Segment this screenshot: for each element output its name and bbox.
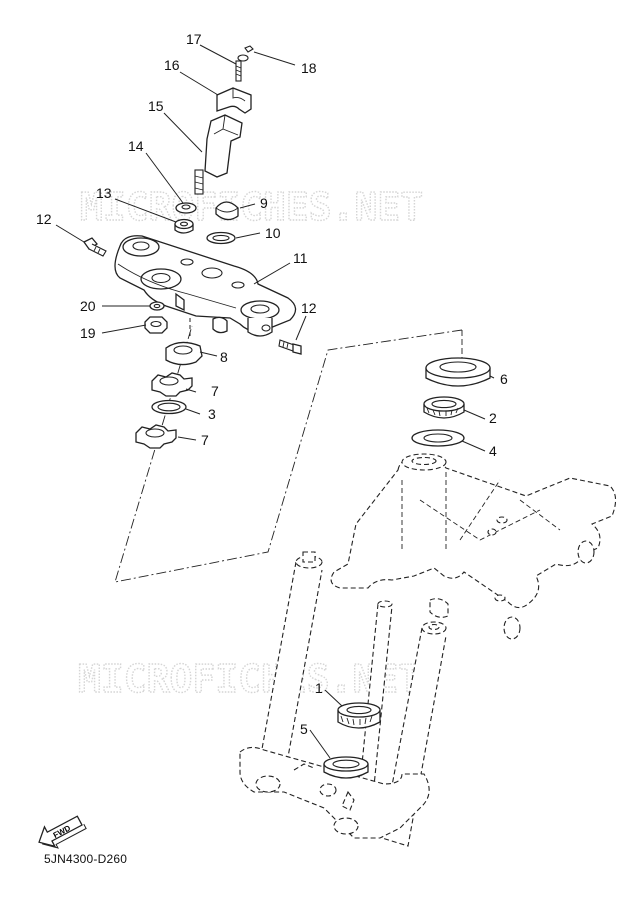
part-4-ball-race[interactable] bbox=[411, 429, 465, 447]
callout-15: 15 bbox=[148, 98, 164, 114]
callout-9: 9 bbox=[260, 195, 268, 211]
part-1-bearing[interactable] bbox=[337, 702, 381, 729]
frame-reference bbox=[330, 453, 617, 640]
callout-7-lower: 7 bbox=[201, 432, 209, 448]
callout-16: 16 bbox=[164, 57, 180, 73]
part-16-handlebar-holder[interactable] bbox=[216, 87, 252, 114]
callout-2: 2 bbox=[489, 410, 497, 426]
part-12-bolt-left[interactable] bbox=[83, 237, 107, 257]
part-20-washer[interactable] bbox=[149, 301, 165, 311]
part-9-cap-nut[interactable] bbox=[215, 201, 239, 221]
callout-1: 1 bbox=[315, 680, 323, 696]
callout-12-right: 12 bbox=[301, 300, 317, 316]
part-19-nut[interactable] bbox=[144, 316, 168, 334]
callout-17: 17 bbox=[186, 31, 202, 47]
part-5-oil-seal[interactable] bbox=[323, 756, 369, 779]
part-7-ring-nut-lower[interactable] bbox=[135, 424, 177, 449]
part-13-collar[interactable] bbox=[174, 218, 194, 234]
part-17-bolt[interactable] bbox=[235, 54, 249, 82]
callout-8: 8 bbox=[220, 349, 228, 365]
callout-4: 4 bbox=[489, 443, 497, 459]
callout-11: 11 bbox=[293, 250, 308, 266]
part-6-dust-seal[interactable] bbox=[425, 357, 491, 387]
watermark-top: MICROFICHES.NET bbox=[80, 185, 423, 229]
part-18-cap[interactable] bbox=[244, 45, 254, 53]
callout-13: 13 bbox=[96, 185, 112, 201]
part-10-washer[interactable] bbox=[206, 231, 236, 245]
diagram-code: 5JN4300-D260 bbox=[44, 852, 128, 866]
callout-18: 18 bbox=[301, 60, 317, 76]
callout-12-left: 12 bbox=[36, 211, 52, 227]
callout-6: 6 bbox=[500, 371, 508, 387]
part-12-bolt-right[interactable] bbox=[278, 339, 302, 355]
callout-10: 10 bbox=[265, 225, 281, 241]
part-3-washer[interactable] bbox=[151, 399, 187, 415]
callout-19: 19 bbox=[80, 325, 96, 341]
assembly-guide-line bbox=[114, 325, 463, 583]
part-7-ring-nut-upper[interactable] bbox=[151, 372, 193, 397]
callout-14: 14 bbox=[128, 138, 144, 154]
part-14-washer[interactable] bbox=[175, 202, 197, 214]
part-15-handlebar[interactable] bbox=[194, 114, 243, 195]
part-11-upper-bracket[interactable] bbox=[114, 235, 297, 337]
part-2-bearing[interactable] bbox=[423, 396, 465, 419]
leader-lines bbox=[55, 44, 495, 759]
callout-5: 5 bbox=[300, 721, 308, 737]
callout-3: 3 bbox=[208, 406, 216, 422]
part-8-lock-washer[interactable] bbox=[165, 318, 203, 366]
callout-7-upper: 7 bbox=[211, 383, 219, 399]
front-fork-reference bbox=[239, 551, 447, 847]
forward-arrow-icon: FWD bbox=[38, 815, 87, 849]
callout-20: 20 bbox=[80, 298, 96, 314]
watermark-bottom: MICROFICHES.NET bbox=[78, 657, 421, 701]
